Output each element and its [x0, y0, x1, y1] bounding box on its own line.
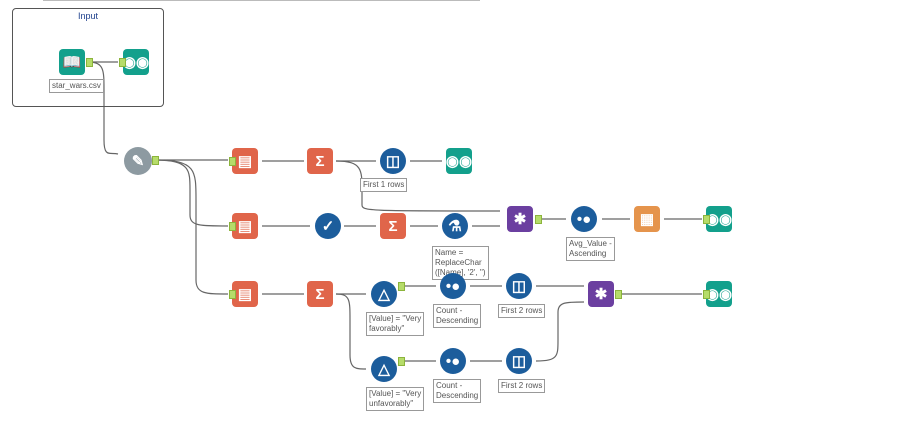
- sample-label: First 2 rows: [498, 304, 546, 318]
- browse-tool-binoculars-icon[interactable]: ◉◉: [123, 49, 149, 75]
- dynamic-rename-tool-pen-icon[interactable]: ✎: [124, 147, 152, 175]
- summarize-tool-sigma-icon[interactable]: Σ: [307, 281, 333, 307]
- filter-label: [Value] = "Very unfavorably": [366, 387, 425, 411]
- summarize-tool-sigma-icon[interactable]: Σ: [307, 148, 333, 174]
- wire: [154, 159, 229, 227]
- filter-label: [Value] = "Very favorably": [366, 312, 425, 336]
- input-file-label: star_wars.csv: [49, 79, 104, 93]
- formula-tool-flask-icon[interactable]: ⚗: [442, 213, 468, 239]
- wire: [154, 159, 229, 295]
- output-anchor[interactable]: [615, 290, 622, 299]
- sort-tool-dots-icon[interactable]: •●: [440, 273, 466, 299]
- crosstab-tool-icon[interactable]: ▤: [232, 281, 258, 307]
- input-data-tool-book-icon[interactable]: 📖: [59, 49, 85, 75]
- browse-tool-binoculars-icon[interactable]: ◉◉: [706, 281, 732, 307]
- true-anchor[interactable]: [398, 282, 405, 291]
- join-tool-icon[interactable]: ✱: [588, 281, 614, 307]
- wire: [535, 301, 585, 362]
- true-anchor[interactable]: [398, 357, 405, 366]
- input-anchor[interactable]: [119, 58, 126, 67]
- filter-tool-triangle-icon[interactable]: △: [371, 356, 397, 382]
- canvas-top-border: [43, 0, 480, 1]
- crosstab-tool-icon[interactable]: ▤: [232, 148, 258, 174]
- output-anchor[interactable]: [535, 215, 542, 224]
- filter-tool-triangle-icon[interactable]: △: [371, 281, 397, 307]
- input-container[interactable]: Input: [12, 8, 164, 107]
- sample-label: First 1 rows: [360, 178, 408, 192]
- sample-tool-icon[interactable]: ◫: [506, 273, 532, 299]
- container-title: Input: [77, 11, 99, 21]
- sort-label: Avg_Value - Ascending: [566, 237, 615, 261]
- select-tool-check-icon[interactable]: ✓: [315, 213, 341, 239]
- wire: [335, 293, 367, 370]
- input-anchor[interactable]: [229, 290, 236, 299]
- sample-tool-icon[interactable]: ◫: [506, 348, 532, 374]
- sort-tool-dots-icon[interactable]: •●: [440, 348, 466, 374]
- summarize-tool-sigma-icon[interactable]: Σ: [380, 213, 406, 239]
- sort-label: Count - Descending: [433, 304, 482, 328]
- sample-tool-icon[interactable]: ◫: [380, 148, 406, 174]
- interactive-chart-tool-icon[interactable]: ▦: [634, 206, 660, 232]
- browse-tool-binoculars-icon[interactable]: ◉◉: [446, 148, 472, 174]
- browse-tool-binoculars-icon[interactable]: ◉◉: [706, 206, 732, 232]
- sort-tool-dots-icon[interactable]: •●: [571, 206, 597, 232]
- sample-label: First 2 rows: [498, 379, 546, 393]
- wire: [87, 61, 119, 155]
- wire: [335, 160, 501, 212]
- input-anchor[interactable]: [229, 222, 236, 231]
- join-tool-icon[interactable]: ✱: [507, 206, 533, 232]
- crosstab-tool-icon[interactable]: ▤: [232, 213, 258, 239]
- output-anchor[interactable]: [86, 58, 93, 67]
- input-anchor[interactable]: [703, 215, 710, 224]
- output-anchor[interactable]: [152, 156, 159, 165]
- sort-label: Count - Descending: [433, 379, 482, 403]
- input-anchor[interactable]: [229, 157, 236, 166]
- input-anchor[interactable]: [703, 290, 710, 299]
